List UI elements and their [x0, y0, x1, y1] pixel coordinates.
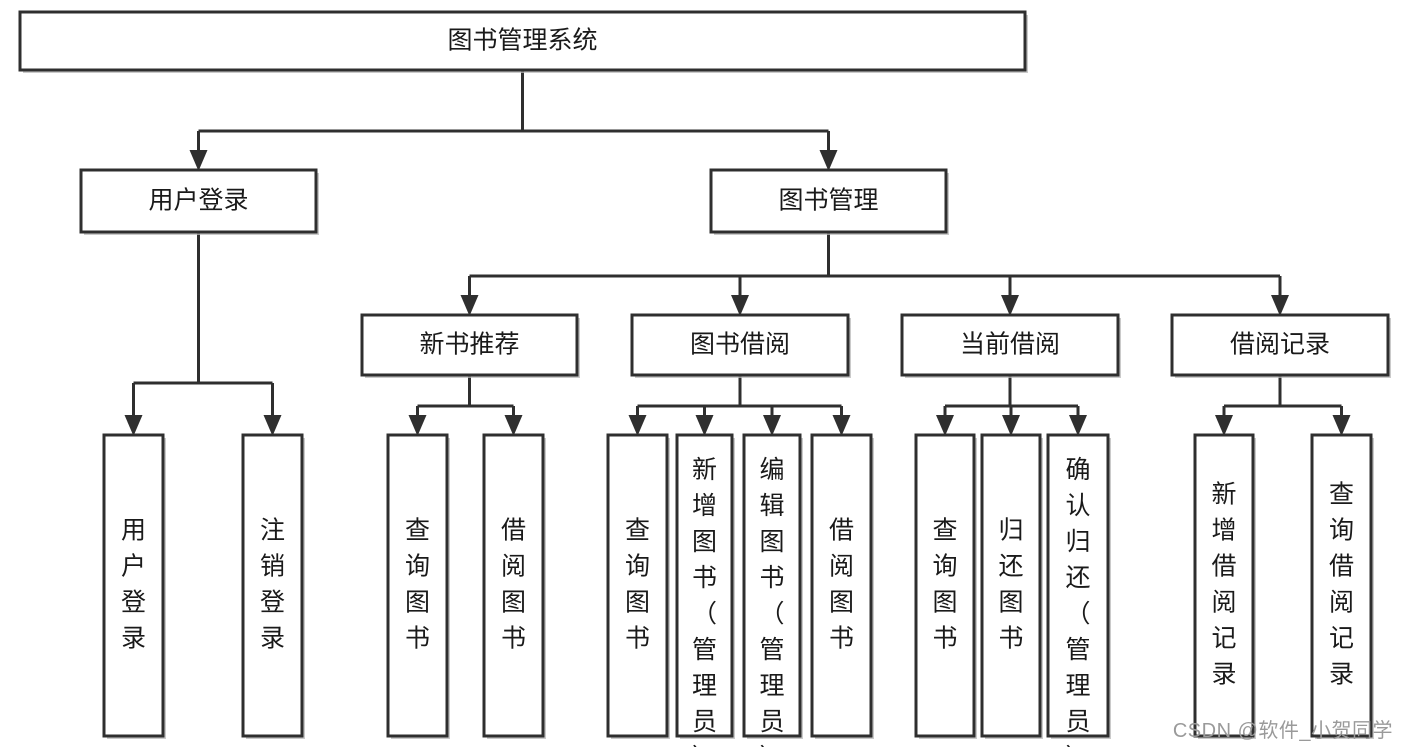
node-box[interactable] — [742, 433, 802, 738]
connector-group — [124, 232, 282, 436]
node-label: 图书借阅 — [690, 331, 790, 359]
arrow-head-icon — [819, 150, 838, 171]
connector-group — [189, 70, 838, 171]
arrow-head-icon — [936, 415, 954, 436]
node-label: 编辑图书（管理员） — [759, 456, 784, 747]
node-l2-user[interactable]: 用户登录 — [79, 168, 319, 235]
node-label: 图书管理 — [778, 187, 878, 215]
node-label: 查询图书 — [932, 516, 957, 652]
node-leaf-c-confirm[interactable]: 确认归还（管理员） — [1046, 433, 1111, 747]
node-label: 查询图书 — [405, 516, 430, 652]
node-label: 借阅图书 — [501, 516, 526, 652]
node-l2-book[interactable]: 图书管理 — [709, 168, 949, 235]
node-label: 新增图书（管理员） — [692, 456, 717, 747]
node-leaf-c-query[interactable]: 查询图书 — [914, 433, 977, 739]
node-leaf-new-borrow[interactable]: 借阅图书 — [482, 433, 546, 739]
connector-group — [936, 375, 1087, 436]
arrow-head-icon — [1215, 415, 1233, 436]
node-leaf-b-add[interactable]: 新增图书（管理员） — [675, 433, 735, 747]
node-label: 注销登录 — [260, 516, 285, 652]
arrow-head-icon — [1001, 295, 1019, 316]
arrow-head-icon — [1271, 295, 1289, 316]
node-box[interactable] — [914, 433, 976, 738]
node-box[interactable] — [102, 433, 165, 738]
connector-layer — [124, 70, 1351, 436]
arrow-head-icon — [189, 150, 208, 171]
arrow-head-icon — [695, 415, 714, 436]
node-label: 图书管理系统 — [447, 27, 597, 55]
node-label: 借阅图书 — [829, 516, 854, 652]
node-l3-new[interactable]: 新书推荐 — [360, 313, 580, 378]
node-box[interactable] — [1170, 313, 1390, 377]
node-label: 查询借阅记录 — [1329, 480, 1354, 688]
arrow-head-icon — [263, 415, 282, 436]
node-l3-current[interactable]: 当前借阅 — [900, 313, 1121, 378]
node-leaf-new-query[interactable]: 查询图书 — [386, 433, 450, 739]
node-label: 新书推荐 — [419, 331, 519, 359]
node-leaf-user-login[interactable]: 用户登录 — [102, 433, 166, 739]
connector-group — [628, 375, 851, 436]
node-leaf-b-edit[interactable]: 编辑图书（管理员） — [742, 433, 803, 747]
node-box[interactable] — [900, 313, 1120, 377]
node-l3-borrow[interactable]: 图书借阅 — [630, 313, 851, 378]
node-leaf-r-query[interactable]: 查询借阅记录 — [1310, 433, 1374, 739]
node-root[interactable]: 图书管理系统 — [18, 10, 1028, 73]
node-label: 新增借阅记录 — [1211, 480, 1236, 688]
node-leaf-b-borrow[interactable]: 借阅图书 — [810, 433, 874, 739]
node-box[interactable] — [1310, 433, 1373, 738]
node-leaf-user-logout[interactable]: 注销登录 — [241, 433, 305, 739]
arrow-head-icon — [1332, 415, 1351, 436]
arrow-head-icon — [504, 415, 523, 436]
node-box[interactable] — [980, 433, 1042, 738]
node-box[interactable] — [630, 313, 850, 377]
arrow-head-icon — [1002, 415, 1020, 436]
node-label: 当前借阅 — [960, 331, 1060, 359]
node-layer: 图书管理系统用户登录图书管理新书推荐图书借阅当前借阅借阅记录用户登录注销登录查询… — [18, 10, 1391, 747]
node-leaf-c-return[interactable]: 归还图书 — [980, 433, 1043, 739]
node-box[interactable] — [360, 313, 579, 377]
arrow-head-icon — [763, 415, 781, 436]
node-label: 用户登录 — [148, 187, 248, 215]
node-label: 确认归还（管理员） — [1065, 456, 1090, 747]
arrow-head-icon — [408, 415, 427, 436]
node-label: 借阅记录 — [1230, 331, 1330, 359]
node-box[interactable] — [1193, 433, 1255, 738]
node-label: 查询图书 — [625, 516, 650, 652]
node-leaf-r-add[interactable]: 新增借阅记录 — [1193, 433, 1256, 739]
node-box[interactable] — [1046, 433, 1110, 738]
node-box[interactable] — [386, 433, 449, 738]
arrow-head-icon — [1069, 415, 1087, 436]
node-box[interactable] — [709, 168, 948, 234]
arrow-head-icon — [460, 295, 479, 316]
connector-group — [408, 375, 523, 436]
connector-group — [460, 232, 1289, 316]
node-box[interactable] — [482, 433, 545, 738]
node-box[interactable] — [18, 10, 1027, 72]
node-label: 用户登录 — [121, 516, 146, 652]
node-label: 归还图书 — [998, 516, 1023, 652]
arrow-head-icon — [832, 415, 851, 436]
arrow-head-icon — [731, 295, 749, 316]
node-l3-record[interactable]: 借阅记录 — [1170, 313, 1391, 378]
node-box[interactable] — [241, 433, 304, 738]
node-box[interactable] — [810, 433, 873, 738]
node-leaf-b-query[interactable]: 查询图书 — [606, 433, 670, 739]
connector-group — [1215, 375, 1351, 436]
arrow-head-icon — [628, 415, 647, 436]
arrow-head-icon — [124, 415, 143, 436]
node-box[interactable] — [675, 433, 734, 738]
node-box[interactable] — [79, 168, 318, 234]
node-box[interactable] — [606, 433, 669, 738]
